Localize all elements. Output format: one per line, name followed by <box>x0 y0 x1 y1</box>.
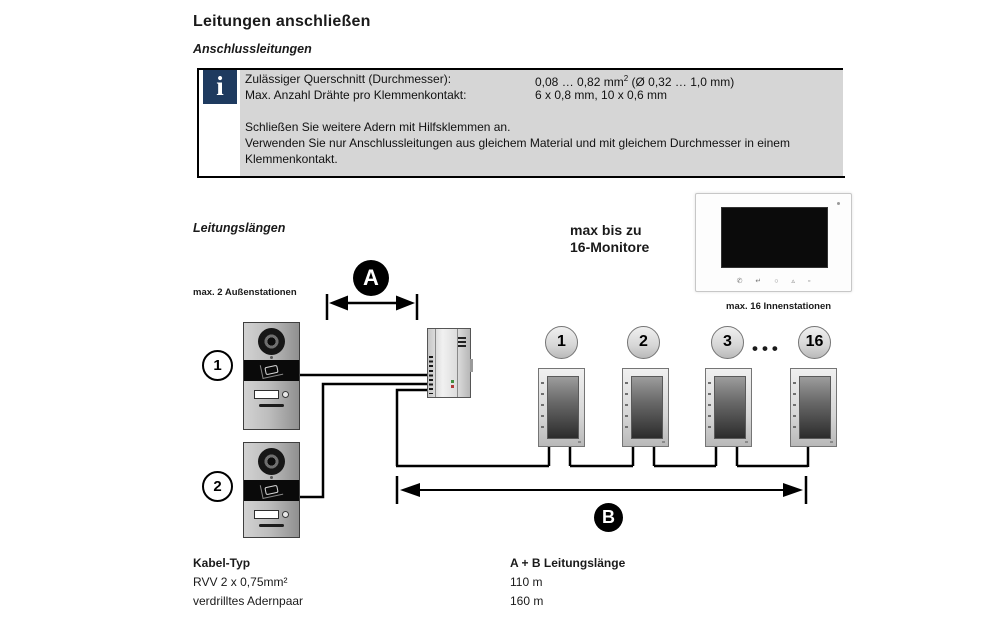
cable-type-row1: RVV 2 x 0,75mm² <box>193 575 288 589</box>
monitor-button-strip <box>541 382 544 434</box>
speaker-grille <box>259 404 284 407</box>
station1-number-badge: 1 <box>202 350 233 381</box>
monitor-ellipsis: ••• <box>752 339 782 358</box>
terminal-block-icon <box>429 356 433 394</box>
monitor16-number-badge: 16 <box>798 326 831 359</box>
info-icon: i <box>203 70 237 104</box>
bell-button-icon <box>282 391 289 398</box>
monitor-screen <box>631 376 663 439</box>
name-plate <box>254 510 279 519</box>
name-plate-row <box>244 510 299 519</box>
section-subtitle: Anschlussleitungen <box>193 42 312 56</box>
monitor3-number-badge: 3 <box>711 326 744 359</box>
access-card-icon <box>264 484 279 496</box>
monitor-label-dot <box>830 441 833 443</box>
dim-a-arrowhead-left <box>329 295 348 311</box>
spec-value-cross-section: 0,08 … 0,82 mm2 (Ø 0,32 … 1,0 mm) <box>535 71 835 90</box>
cable-length-row1: 110 m <box>510 575 543 589</box>
wire-bus-drop <box>395 388 427 466</box>
info-panel-left-rule <box>197 68 199 178</box>
control-unit-notch <box>470 359 473 372</box>
indoor-stations-label: max. 16 Innenstationen <box>726 301 832 312</box>
camera-lens-icon <box>258 328 285 355</box>
dim-b-ticks <box>395 476 808 504</box>
monitor1-number-badge: 1 <box>545 326 578 359</box>
monitor2-number-badge: 2 <box>627 326 660 359</box>
dim-b-arrowhead-right <box>783 483 803 497</box>
spec-label-cross-section: Zulässiger Querschnitt (Durchmesser): <box>245 72 452 86</box>
monitor-button-strip <box>708 382 711 434</box>
info-panel-background <box>240 70 843 176</box>
info-note-line2: Verwenden Sie nur Anschlussleitungen aus… <box>245 136 790 166</box>
monitor-button-strip <box>625 382 628 434</box>
microphone-dot-icon <box>837 202 840 205</box>
outdoor-station-2 <box>243 442 300 538</box>
wire-station2 <box>300 382 427 499</box>
led-red-icon <box>451 385 454 388</box>
speaker-grille <box>259 524 284 527</box>
dim-a-ticks <box>325 294 419 320</box>
cable-type-header: Kabel-Typ <box>193 556 251 570</box>
monitor-screen <box>721 207 828 268</box>
spec-label-max-wires: Max. Anzahl Drähte pro Klemmenkontakt: <box>245 88 467 102</box>
page-title: Leitungen anschließen <box>193 13 371 30</box>
monitor-label-dot <box>745 441 748 443</box>
dim-a-arrowhead-right <box>396 295 415 311</box>
monitor-label-dot <box>662 441 665 443</box>
cable-type-row2: verdrilltes Adernpaar <box>193 594 304 608</box>
outdoor-station-1 <box>243 322 300 430</box>
bell-button-icon <box>282 511 289 518</box>
camera-dot <box>270 356 273 359</box>
camera-lens-icon <box>258 448 285 475</box>
indoor-monitor-2 <box>622 368 669 447</box>
spec-value-superscript: 2 <box>623 74 629 83</box>
cable-length-header: A + B Leitungslänge <box>510 556 626 570</box>
camera-dot <box>270 476 273 479</box>
monitor-screen <box>547 376 579 439</box>
info-panel-top-rule <box>197 68 843 70</box>
max-monitors-line2: 16-Monitore <box>570 239 650 255</box>
info-panel-bottom-rule <box>197 176 845 178</box>
connector-block-icon <box>458 337 466 349</box>
info-note-line1: Schließen Sie weitere Adern mit Hilfskle… <box>245 120 511 134</box>
max-monitors-note: max bis zu 16-Monitore <box>570 222 649 256</box>
cable-length-row2: 160 m <box>510 594 544 608</box>
control-unit-panel-line <box>457 329 458 397</box>
monitor-touch-icons: ✆ ↵ ○ ▵ ▫ <box>736 278 811 285</box>
spec-value-tail: (Ø 0,32 … 1,0 mm) <box>628 75 735 89</box>
spec-value-text: 0,08 … 0,82 mm <box>535 75 624 89</box>
access-card-icon <box>264 364 279 376</box>
dim-b-badge: B <box>594 503 623 532</box>
control-unit <box>427 328 473 398</box>
led-green-icon <box>451 380 454 383</box>
spec-value-max-wires: 6 x 0,8 mm, 10 x 0,6 mm <box>535 88 668 102</box>
rfid-reader-panel <box>244 360 299 381</box>
monitor-screen <box>714 376 746 439</box>
name-plate <box>254 390 279 399</box>
monitor-button-strip <box>793 382 796 434</box>
wire-monitor-legs <box>547 446 810 467</box>
indoor-monitor-1 <box>538 368 585 447</box>
rfid-reader-panel <box>244 480 299 501</box>
indoor-monitor-16 <box>790 368 837 447</box>
control-unit-panel-line <box>435 329 436 397</box>
monitor-screen <box>799 376 831 439</box>
info-icon-glyph: i <box>216 71 224 101</box>
max-monitors-line1: max bis zu <box>570 222 642 238</box>
indoor-monitor-3 <box>705 368 752 447</box>
diagram-title: Leitungslängen <box>193 221 286 235</box>
station2-number-badge: 2 <box>202 471 233 502</box>
outdoor-stations-label: max. 2 Außenstationen <box>193 287 297 298</box>
dim-a-badge: A <box>353 260 389 296</box>
name-plate-row <box>244 390 299 399</box>
dim-b-arrowhead-left <box>400 483 420 497</box>
monitor-label-dot <box>578 441 581 443</box>
monitor-product-image: ✆ ↵ ○ ▵ ▫ <box>695 193 852 292</box>
